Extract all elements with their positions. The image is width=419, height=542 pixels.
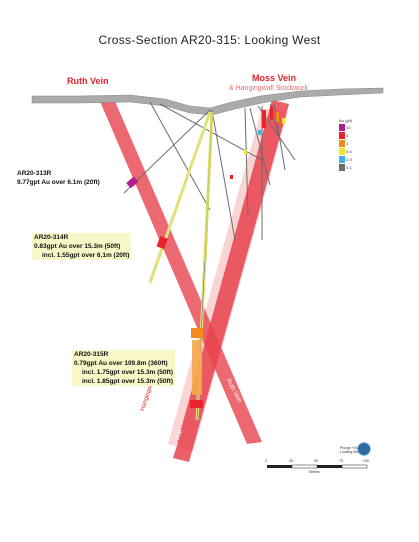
intercept-ar20-314r (156, 235, 168, 250)
intercept-ar20-315r-upper (191, 328, 203, 338)
legend-swatch (339, 148, 345, 156)
scale-bar (267, 464, 368, 469)
scale-unit: Meters (309, 470, 320, 474)
ruth-vein-label: Ruth Vein (67, 76, 109, 86)
orientation-label: Plunge +00 Looking West (340, 446, 362, 454)
scale-tick: 75 (339, 459, 343, 463)
drillhole-ar20-314r (148, 111, 212, 284)
scale-tick: 50 (314, 459, 318, 463)
intercept-ar20-315r-lower (190, 400, 203, 408)
compass-icon (357, 442, 371, 456)
intercept-label-ar20-315r: AR20-315R 0.79gpt Au over 109.8m (360ft)… (72, 350, 176, 386)
legend-swatch (339, 132, 345, 140)
scale-tick: 100 (363, 459, 369, 463)
intercept-label-ar20-314r: AR20-314R 0.83gpt Au over 15.3m (50ft) i… (32, 233, 132, 260)
hangingwall-label: & Hangingwall Stockwork (229, 85, 308, 92)
moss-vein-intercept-ticks (230, 106, 285, 179)
scale-tick: 0 (265, 459, 267, 463)
intercept-label-ar20-313r: AR20-313R 9.77gpt Au over 6.1m (20ft) (17, 170, 100, 186)
ruth-vein (99, 99, 262, 444)
assay-legend: Au (g/t) 10 5 1 0.5 0.3 0.1 (339, 118, 353, 172)
intercept-ar20-313r (126, 176, 139, 189)
legend-swatch (339, 156, 345, 164)
moss-vein-label: Moss Vein (252, 73, 297, 83)
legend-swatch (339, 140, 345, 148)
legend-swatch (339, 164, 345, 172)
page-title: Cross-Section AR20-315: Looking West (98, 33, 321, 47)
topographic-surface (31, 87, 384, 116)
legend-swatch (339, 124, 345, 132)
scale-tick: 25 (289, 459, 293, 463)
